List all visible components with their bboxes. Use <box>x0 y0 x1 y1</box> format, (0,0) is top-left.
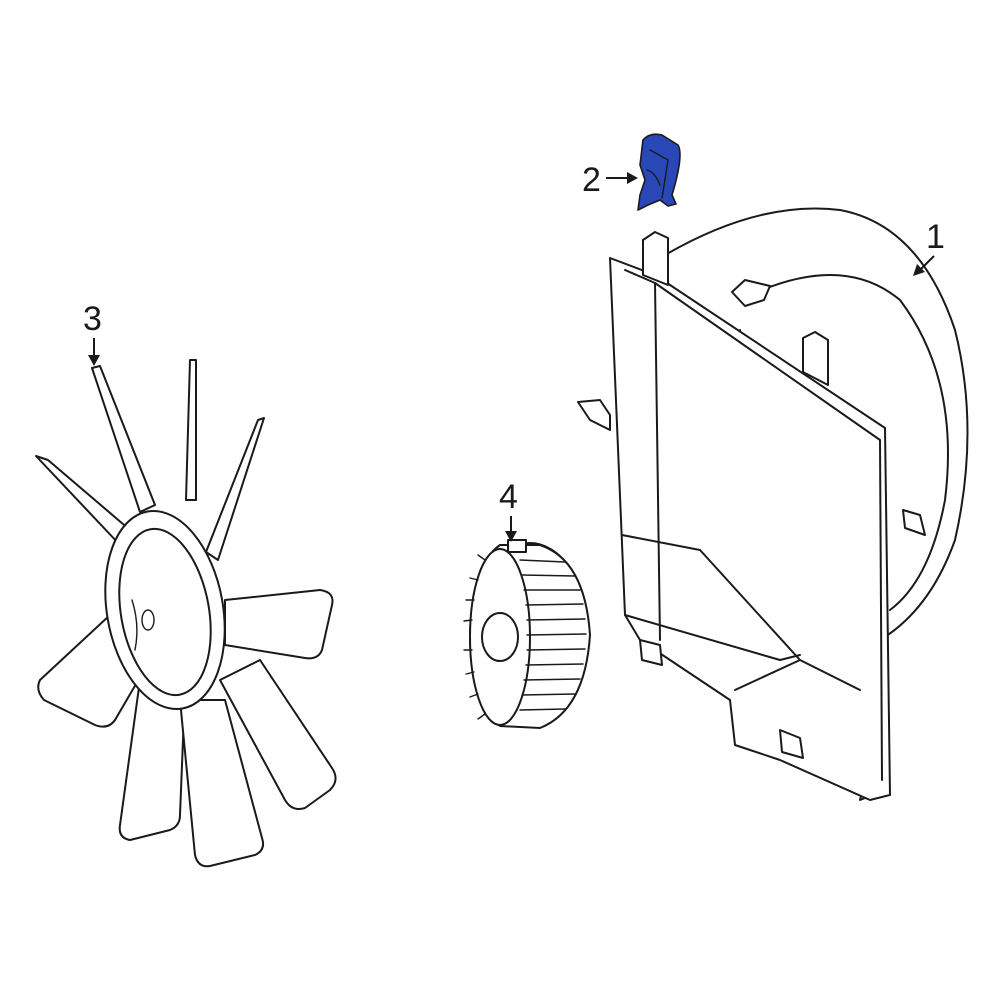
callout-2: 2 <box>582 161 638 199</box>
callout-4: 4 <box>499 478 518 542</box>
fan-blade <box>35 359 337 868</box>
callout-label-1: 1 <box>926 218 945 256</box>
fan-clutch <box>463 539 591 729</box>
callout-label-4: 4 <box>499 478 518 516</box>
callout-1: 1 <box>913 218 945 276</box>
callout-label-3: 3 <box>83 300 102 338</box>
callout-3: 3 <box>83 300 102 366</box>
shroud-clip <box>637 133 681 211</box>
callout-label-2: 2 <box>582 161 601 199</box>
fan-shroud <box>577 207 969 801</box>
